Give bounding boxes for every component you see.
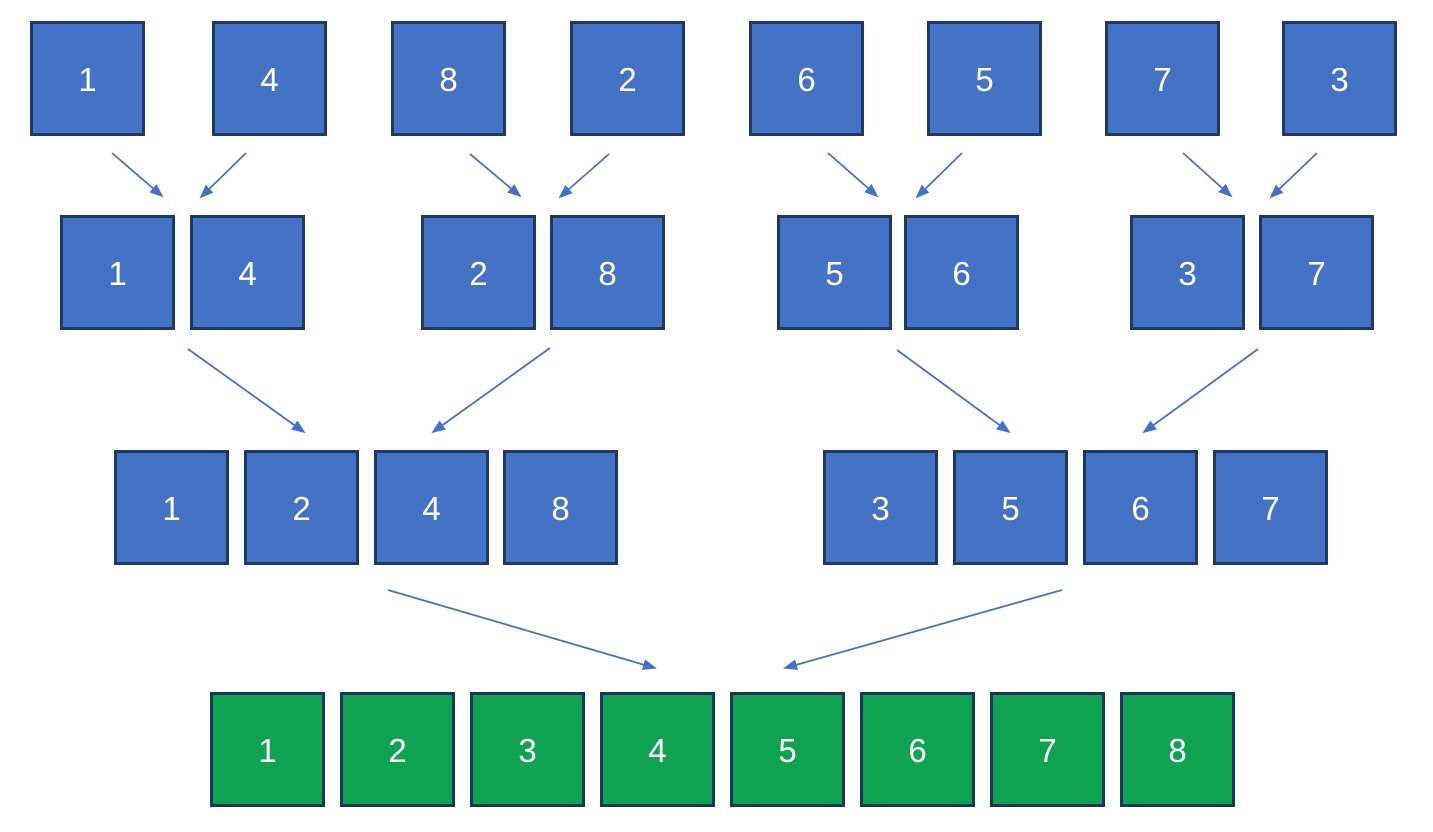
level-2-pairs-box: 5 [777, 215, 892, 330]
merge-arrow [558, 153, 610, 199]
level-1-singles-box: 7 [1105, 21, 1220, 136]
level-3-quads-box: 5 [953, 450, 1068, 565]
level-1-singles-box: 3 [1282, 21, 1397, 136]
level-3-quads-box: 7 [1213, 450, 1328, 565]
level-2-pairs-box: 3 [1130, 215, 1245, 330]
merge-arrow [915, 152, 963, 199]
level-1-singles-box: 4 [212, 21, 327, 136]
merge-arrow [1142, 348, 1259, 434]
level-2-pairs-box: 6 [904, 215, 1019, 330]
merge-arrow [827, 152, 879, 198]
level-1-singles-box: 5 [927, 21, 1042, 136]
level-3-quads-box: 6 [1083, 450, 1198, 565]
level-4-sorted-box: 2 [340, 692, 455, 807]
merge-arrow [199, 152, 247, 199]
level-1-singles-box: 6 [749, 21, 864, 136]
level-2-pairs-box: 4 [190, 215, 305, 330]
level-2-pairs-box: 2 [421, 215, 536, 330]
level-3-quads-box: 3 [823, 450, 938, 565]
merge-arrow [1269, 152, 1318, 199]
level-4-sorted-box: 4 [600, 692, 715, 807]
merge-arrow [387, 589, 657, 670]
merge-arrow [896, 349, 1011, 434]
level-4-sorted-box: 5 [730, 692, 845, 807]
level-3-quads-box: 2 [244, 450, 359, 565]
level-3-quads-box: 1 [114, 450, 229, 565]
level-4-sorted-box: 7 [990, 692, 1105, 807]
level-1-singles-box: 8 [391, 21, 506, 136]
level-1-singles-box: 1 [30, 21, 145, 136]
level-4-sorted-box: 6 [860, 692, 975, 807]
merge-arrow [1182, 152, 1233, 198]
merge-arrow [111, 152, 164, 198]
level-2-pairs-box: 1 [60, 215, 175, 330]
level-4-sorted-box: 3 [470, 692, 585, 807]
level-4-sorted-box: 1 [210, 692, 325, 807]
level-3-quads-box: 4 [374, 450, 489, 565]
level-3-quads-box: 8 [503, 450, 618, 565]
merge-arrow [783, 589, 1063, 671]
level-1-singles-box: 2 [570, 21, 685, 136]
level-2-pairs-box: 8 [550, 215, 665, 330]
merge-arrow [431, 347, 551, 434]
level-2-pairs-box: 7 [1259, 215, 1374, 330]
merge-arrow [187, 348, 306, 434]
merge-arrow [469, 153, 522, 198]
level-4-sorted-box: 8 [1120, 692, 1235, 807]
